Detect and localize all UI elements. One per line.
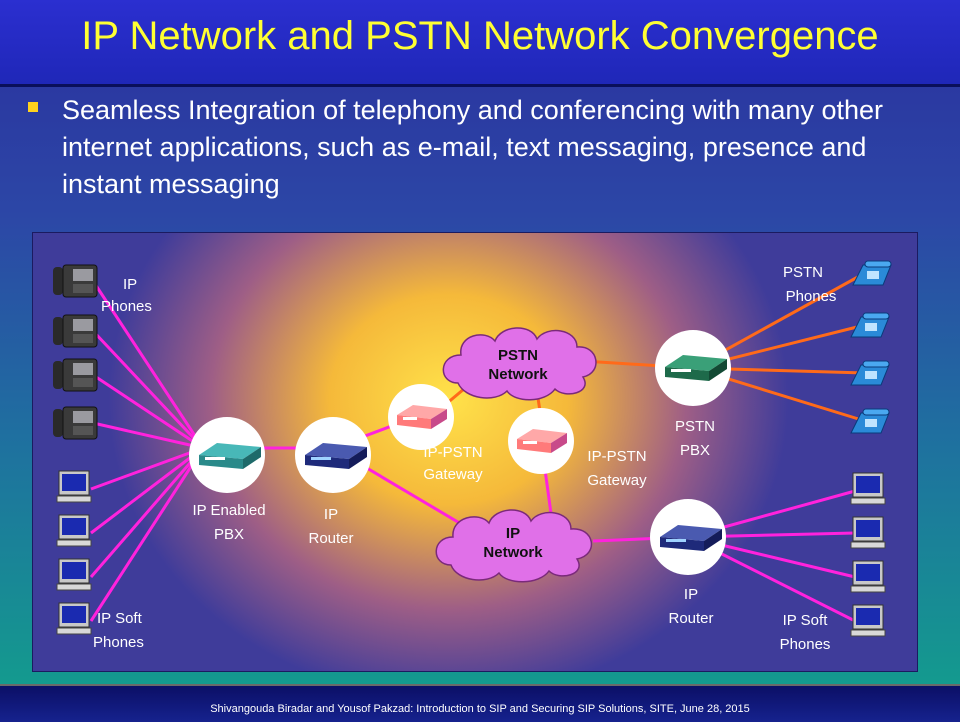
title-bar: IP Network and PSTN Network Convergence — [0, 0, 960, 87]
ip-phone-icon — [53, 314, 98, 348]
label-ip-phones-2: Phones — [101, 298, 152, 315]
link-soft-phone-1 — [90, 446, 204, 491]
ip-network-label-2: Network — [483, 544, 543, 561]
label-pstn-pbx-1: PSTN — [675, 418, 715, 435]
label-gateway1-1: IP-PSTN — [423, 444, 482, 461]
ip-network-cloud: IP Network — [435, 509, 593, 583]
computer-icon — [56, 514, 92, 547]
slide-title: IP Network and PSTN Network Convergence — [81, 14, 879, 58]
computer-icon — [56, 558, 92, 591]
computer-icon — [850, 516, 886, 549]
bullet-square-icon — [28, 102, 38, 112]
label-ip-router-left-2: Router — [308, 530, 353, 547]
computer-icon — [850, 604, 886, 637]
ip-soft-phone-icons-right — [850, 472, 886, 637]
label-pstn-phones-2: Phones — [786, 288, 837, 305]
label-ip-soft-left-1: IP Soft — [97, 610, 143, 627]
label-ip-router-right-1: IP — [684, 586, 698, 603]
footer-bar: Shivangouda Biradar and Yousof Pakzad: I… — [0, 684, 960, 722]
computer-icon — [850, 560, 886, 593]
ip-network-label-1: IP — [506, 525, 520, 542]
computer-icon — [850, 472, 886, 505]
pstn-network-label-2: Network — [488, 366, 548, 383]
ip-pstn-gateway-1-node — [388, 384, 454, 450]
pstn-phone-icon — [852, 260, 892, 286]
link-soft-phone-2 — [90, 446, 204, 535]
pstn-network-label-1: PSTN — [498, 347, 538, 364]
label-pstn-phones-1: PSTN — [783, 264, 823, 281]
label-ip-pbx-2: PBX — [214, 526, 244, 543]
ip-router-right-node — [650, 499, 726, 575]
ip-router-left-node — [295, 417, 371, 493]
label-gateway1-2: Gateway — [423, 466, 483, 483]
label-ip-soft-right-2: Phones — [780, 636, 831, 653]
pstn-phone-icon — [850, 360, 890, 386]
ip-pstn-gateway-2-node — [508, 408, 574, 474]
label-ip-soft-left-2: Phones — [93, 634, 144, 651]
ip-pbx-node — [189, 417, 265, 493]
label-gateway2-2: Gateway — [587, 472, 647, 489]
link-ip-phone-2 — [91, 329, 205, 450]
pstn-phone-icon — [850, 408, 890, 434]
link-ip-phone-1 — [91, 280, 205, 449]
link-soft-phone-4 — [89, 447, 205, 622]
ip-soft-phone-icons-left — [56, 470, 92, 635]
label-pstn-pbx-2: PBX — [680, 442, 710, 459]
label-ip-soft-right-1: IP Soft — [783, 612, 829, 629]
label-gateway2-1: IP-PSTN — [587, 448, 646, 465]
pstn-network-cloud: PSTN Network — [442, 327, 597, 401]
ip-phone-icon — [53, 358, 98, 392]
ip-phone-icon — [53, 406, 98, 440]
pstn-pbx-node — [655, 330, 731, 406]
bullet-text: Seamless Integration of telephony and co… — [62, 95, 883, 199]
pstn-phone-icons — [850, 260, 892, 434]
label-ip-router-left-1: IP — [324, 506, 338, 523]
footer-text: Shivangouda Biradar and Yousof Pakzad: I… — [210, 703, 750, 715]
label-ip-pbx-1: IP Enabled — [192, 502, 265, 519]
label-ip-phones-1: IP — [123, 276, 137, 293]
pstn-phone-icon — [850, 312, 890, 338]
link-soft-phone-3 — [89, 447, 205, 578]
ip-phone-icon — [53, 264, 98, 298]
network-diagram: PSTN Network IP Network — [53, 260, 892, 653]
network-diagram-panel: PSTN Network IP Network — [32, 232, 918, 672]
label-ip-router-right-2: Router — [668, 610, 713, 627]
computer-icon — [56, 470, 92, 503]
computer-icon — [56, 602, 92, 635]
ip-phone-icons — [53, 264, 98, 440]
link-ip-phone-3 — [92, 373, 204, 450]
link-ip-phone-4 — [92, 421, 204, 450]
